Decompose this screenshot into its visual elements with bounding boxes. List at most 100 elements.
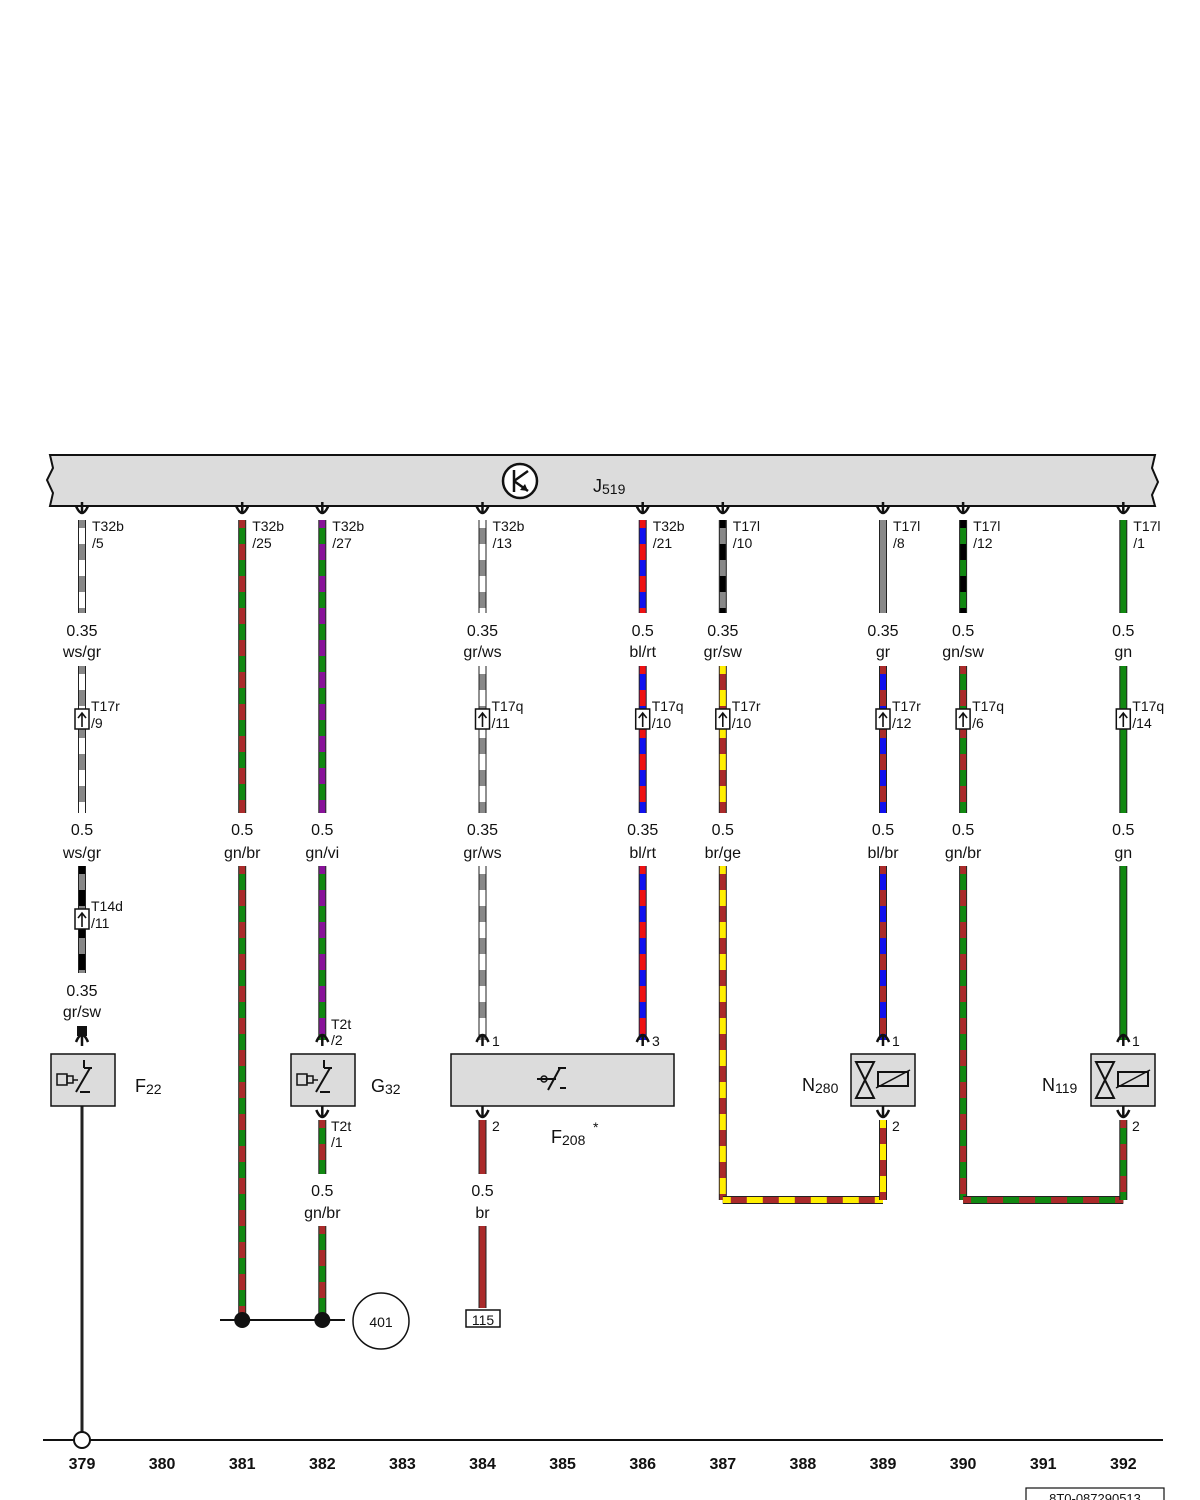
wire-size-387-1: 0.35 — [707, 623, 738, 640]
module-pin-387-conn: T17l — [733, 518, 760, 534]
g32-label: G32 — [371, 1076, 401, 1097]
wire-size-390-2: 0.5 — [952, 822, 974, 839]
inline-connector-379-2-conn: T14d — [91, 898, 123, 914]
inline-connector-386-1-conn: T17q — [652, 698, 684, 714]
module-pin-379-conn: T32b — [92, 518, 124, 534]
wire-size-382-4: 0.5 — [311, 1183, 333, 1200]
module-pin-382-number: /27 — [332, 535, 352, 551]
ground-point — [73, 1431, 91, 1449]
reference-115[interactable]: 115 — [465, 1309, 501, 1328]
inline-connector-384-1-number: /11 — [492, 715, 511, 731]
column-number-391: 391 — [1030, 1456, 1057, 1473]
ground-layer — [80, 1092, 345, 1432]
module-pin-389-conn: T17l — [893, 518, 920, 534]
wire-color-390-1: gn/sw — [942, 644, 984, 661]
column-number-379: 379 — [69, 1456, 96, 1473]
inline-connector-arrow-379-1 — [77, 711, 87, 727]
splice-dot-381 — [234, 1312, 251, 1328]
column-number-384: 384 — [469, 1456, 496, 1473]
inline-connector-arrow-386-1 — [638, 711, 648, 727]
control-unit-name: J519 — [593, 476, 626, 497]
g32-pin-top: /2 — [331, 1032, 343, 1048]
inline-connector-379-1-number: /9 — [91, 715, 103, 731]
module-pin-390-number: /12 — [973, 535, 993, 551]
wire-size-382-2: 0.5 — [311, 822, 333, 839]
inline-connector-390-1-number: /6 — [972, 715, 984, 731]
inline-connector-389-1-number: /12 — [892, 715, 912, 731]
reference-115-label: 115 — [472, 1312, 495, 1328]
column-number-392: 392 — [1110, 1456, 1137, 1473]
component-n119[interactable]: N119 1 2 — [1042, 1033, 1156, 1134]
reference-401[interactable]: 401 — [352, 1292, 410, 1350]
f208-pin-1: 1 — [492, 1033, 500, 1049]
wire-color-379-1: ws/gr — [62, 644, 102, 661]
column-number-387: 387 — [709, 1456, 736, 1473]
component-g32[interactable]: G32 T2t /2 T2t /1 — [290, 1016, 401, 1150]
inline-connector-387-1-number: /10 — [732, 715, 752, 731]
reference-401-label: 401 — [369, 1314, 393, 1330]
inline-connector-arrow-389-1 — [878, 711, 888, 727]
wire-color-382-4: gn/br — [304, 1205, 341, 1222]
f208-pin-2: 2 — [492, 1118, 500, 1134]
wire-size-384-4: 0.5 — [471, 1183, 493, 1200]
inline-connector-arrow-379-2 — [77, 911, 87, 927]
n119-label: N119 — [1042, 1075, 1078, 1096]
column-number-381: 381 — [229, 1456, 256, 1473]
column-number-383: 383 — [389, 1456, 416, 1473]
f22-lead — [77, 1026, 87, 1036]
column-number-389: 389 — [870, 1456, 897, 1473]
inline-connector-379-2-number: /11 — [91, 915, 110, 931]
wire-size-384-1: 0.35 — [467, 623, 498, 640]
module-pin-382-conn: T32b — [332, 518, 364, 534]
solenoid-valve-icon — [1094, 1061, 1151, 1099]
inline-connector-384-1-conn: T17q — [492, 698, 524, 714]
module-pin-384-number: /13 — [493, 535, 513, 551]
wire-color-386-2: bl/rt — [629, 845, 656, 862]
wire-color-390-2: gn/br — [945, 845, 982, 862]
inline-connector-387-1-conn: T17r — [732, 698, 761, 714]
module-pin-379-number: /5 — [92, 535, 104, 551]
n280-pin-1: 1 — [892, 1033, 900, 1049]
module-pin-392-conn: T17l — [1133, 518, 1160, 534]
n119-pin-2: 2 — [1132, 1118, 1140, 1134]
sensor-switch-icon — [537, 1067, 566, 1091]
wire-size-389-2: 0.5 — [872, 822, 894, 839]
wire-color-384-2: gr/ws — [463, 845, 501, 862]
wire-color-382-2: gn/vi — [305, 845, 339, 862]
module-pin-384-conn: T32b — [493, 518, 525, 534]
wire-size-379-2: 0.5 — [71, 822, 93, 839]
wire-size-387-2: 0.5 — [712, 822, 734, 839]
wire-color-389-2: bl/br — [867, 845, 899, 862]
component-n280[interactable]: N280 1 2 — [802, 1033, 916, 1134]
inline-connector-arrow-390-1 — [958, 711, 968, 727]
document-reference-text: 8T0-087290513 — [1049, 1491, 1141, 1500]
n280-label: N280 — [802, 1075, 839, 1096]
wire-color-384-1: gr/ws — [463, 644, 501, 661]
wire-size-392-1: 0.5 — [1112, 623, 1134, 640]
module-pin-386-number: /21 — [653, 535, 673, 551]
wire-color-392-1: gn — [1114, 644, 1132, 661]
inline-connector-390-1-conn: T17q — [972, 698, 1004, 714]
control-unit-j519[interactable]: J519 — [45, 454, 1160, 507]
g32-pin-bottom: /1 — [331, 1134, 343, 1150]
solenoid-valve-icon — [854, 1061, 911, 1099]
wire-color-389-1: gr — [876, 644, 891, 661]
pressure-switch-icon — [56, 1060, 92, 1093]
column-number-390: 390 — [950, 1456, 977, 1473]
pressure-switch-icon — [296, 1060, 332, 1093]
inline-connector-392-1-number: /14 — [1132, 715, 1152, 731]
column-number-388: 388 — [790, 1456, 817, 1473]
wire-color-379-3: gr/sw — [63, 1004, 102, 1021]
component-f208[interactable]: 1 3 2 F208 * — [450, 1033, 675, 1148]
f208-label: F208 — [551, 1127, 586, 1148]
wire-color-381-2: gn/br — [224, 845, 261, 862]
component-f22[interactable]: F22 — [50, 1053, 162, 1107]
column-number-385: 385 — [549, 1456, 576, 1473]
n119-pin-1: 1 — [1132, 1033, 1140, 1049]
inline-connector-386-1-number: /10 — [652, 715, 672, 731]
module-pin-392-number: /1 — [1133, 535, 1145, 551]
module-pin-381-number: /25 — [252, 535, 272, 551]
wire-labels-layer: 0.35ws/gr0.35gr/ws0.5bl/rt0.35gr/sw0.35g… — [62, 623, 1135, 1222]
